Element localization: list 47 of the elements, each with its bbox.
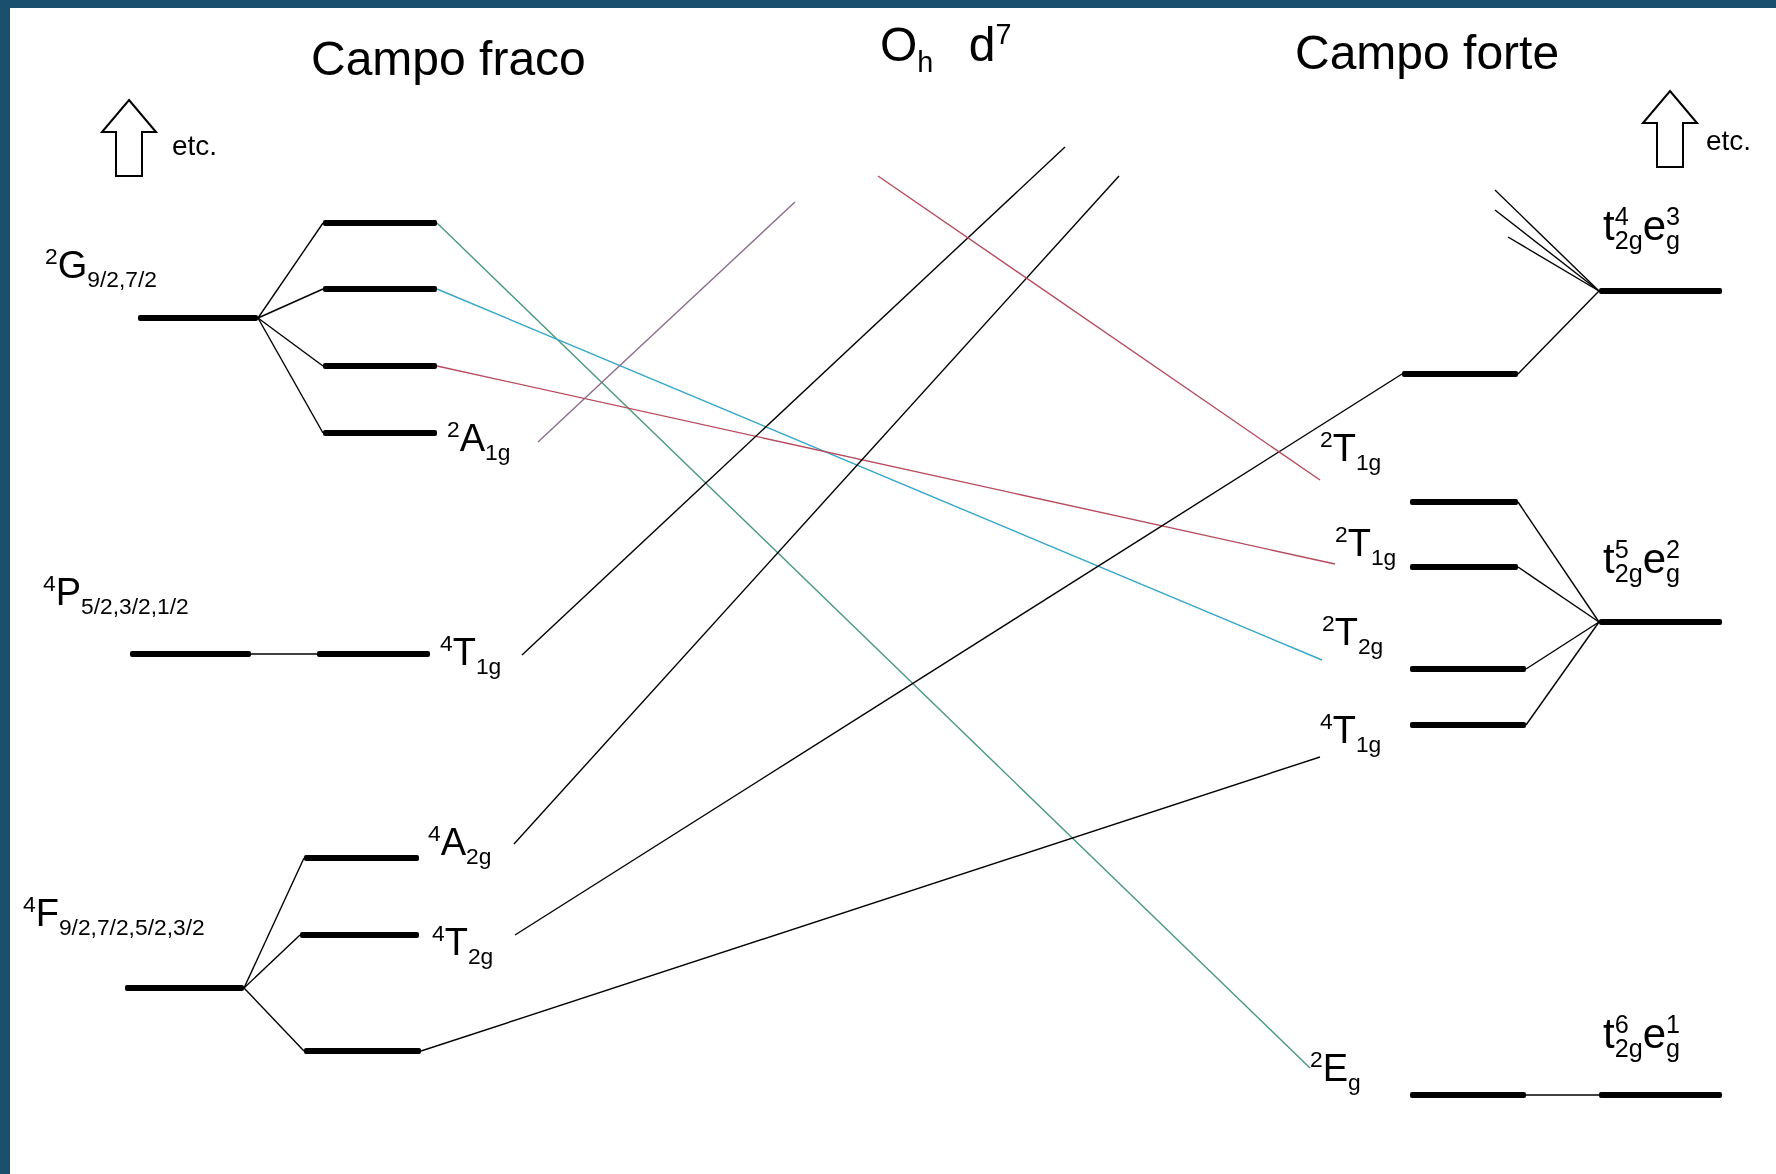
correlation-line — [257, 317, 324, 434]
correlation-line — [1517, 290, 1600, 375]
column-heading: Campo forte — [1295, 25, 1560, 81]
note-text: etc. — [172, 130, 218, 162]
correlation-line — [1507, 236, 1600, 292]
term-symbol: $^{4}$T$_{1g}$ — [440, 629, 502, 681]
correlation-line — [513, 175, 1120, 845]
correlation-line — [521, 146, 1066, 656]
correlation-line — [257, 288, 324, 319]
term-symbol: $^{2}$G$_{9/2,7/2}$ — [45, 242, 157, 294]
correlation-line — [257, 317, 324, 367]
diagram-title: O$_{h}$ d$^{7}$ — [880, 17, 1012, 77]
correlation-line — [1525, 621, 1600, 726]
energy-level-bar — [1402, 371, 1518, 377]
term-symbol: $^{4}$T$_{1g}$ — [1320, 707, 1382, 759]
correlation-line — [514, 373, 1403, 936]
correlation-line — [877, 175, 1321, 481]
energy-level-bar — [323, 220, 437, 226]
correlation-line — [436, 365, 1336, 565]
energy-level-bar — [323, 286, 437, 292]
correlation-line — [257, 222, 324, 319]
term-symbol: $^{4}$A$_{2g}$ — [428, 819, 492, 871]
correlation-line — [537, 201, 796, 443]
correlation-line — [243, 857, 305, 989]
correlation-line — [1525, 1094, 1600, 1096]
term-symbol: $^{2}$E$_{g}$ — [1310, 1045, 1361, 1097]
column-heading: Campo fraco — [311, 31, 586, 87]
term-symbol: $^{4}$P$_{5/2,3/2,1/2}$ — [43, 569, 189, 621]
correlation-line — [243, 987, 305, 1052]
term-symbol: $^{2}$A$_{1g}$ — [447, 415, 511, 467]
term-symbol: $^{2}$T$_{1g}$ — [1320, 425, 1382, 477]
term-symbol: $^{4}$F$_{9/2,7/2,5/2,3/2}$ — [23, 890, 205, 942]
correlation-line — [250, 653, 318, 655]
correlation-line — [1494, 209, 1600, 292]
correlation-line — [1525, 621, 1600, 670]
energy-level-bar — [323, 363, 437, 369]
correlation-line — [420, 756, 1321, 1052]
note-text: etc. — [1706, 125, 1752, 157]
term-symbol: $^{2}$T$_{1g}$ — [1335, 520, 1397, 572]
correlation-line — [436, 222, 1311, 1069]
correlation-line — [436, 288, 1323, 661]
correlation-line — [1517, 566, 1600, 623]
correlation-line — [1517, 501, 1600, 623]
correlation-line — [243, 934, 301, 989]
term-symbol: $^{4}$T$_{2g}$ — [432, 919, 494, 971]
energy-level-bar — [304, 1048, 421, 1054]
term-symbol: $^{2}$T$_{2g}$ — [1322, 609, 1384, 661]
